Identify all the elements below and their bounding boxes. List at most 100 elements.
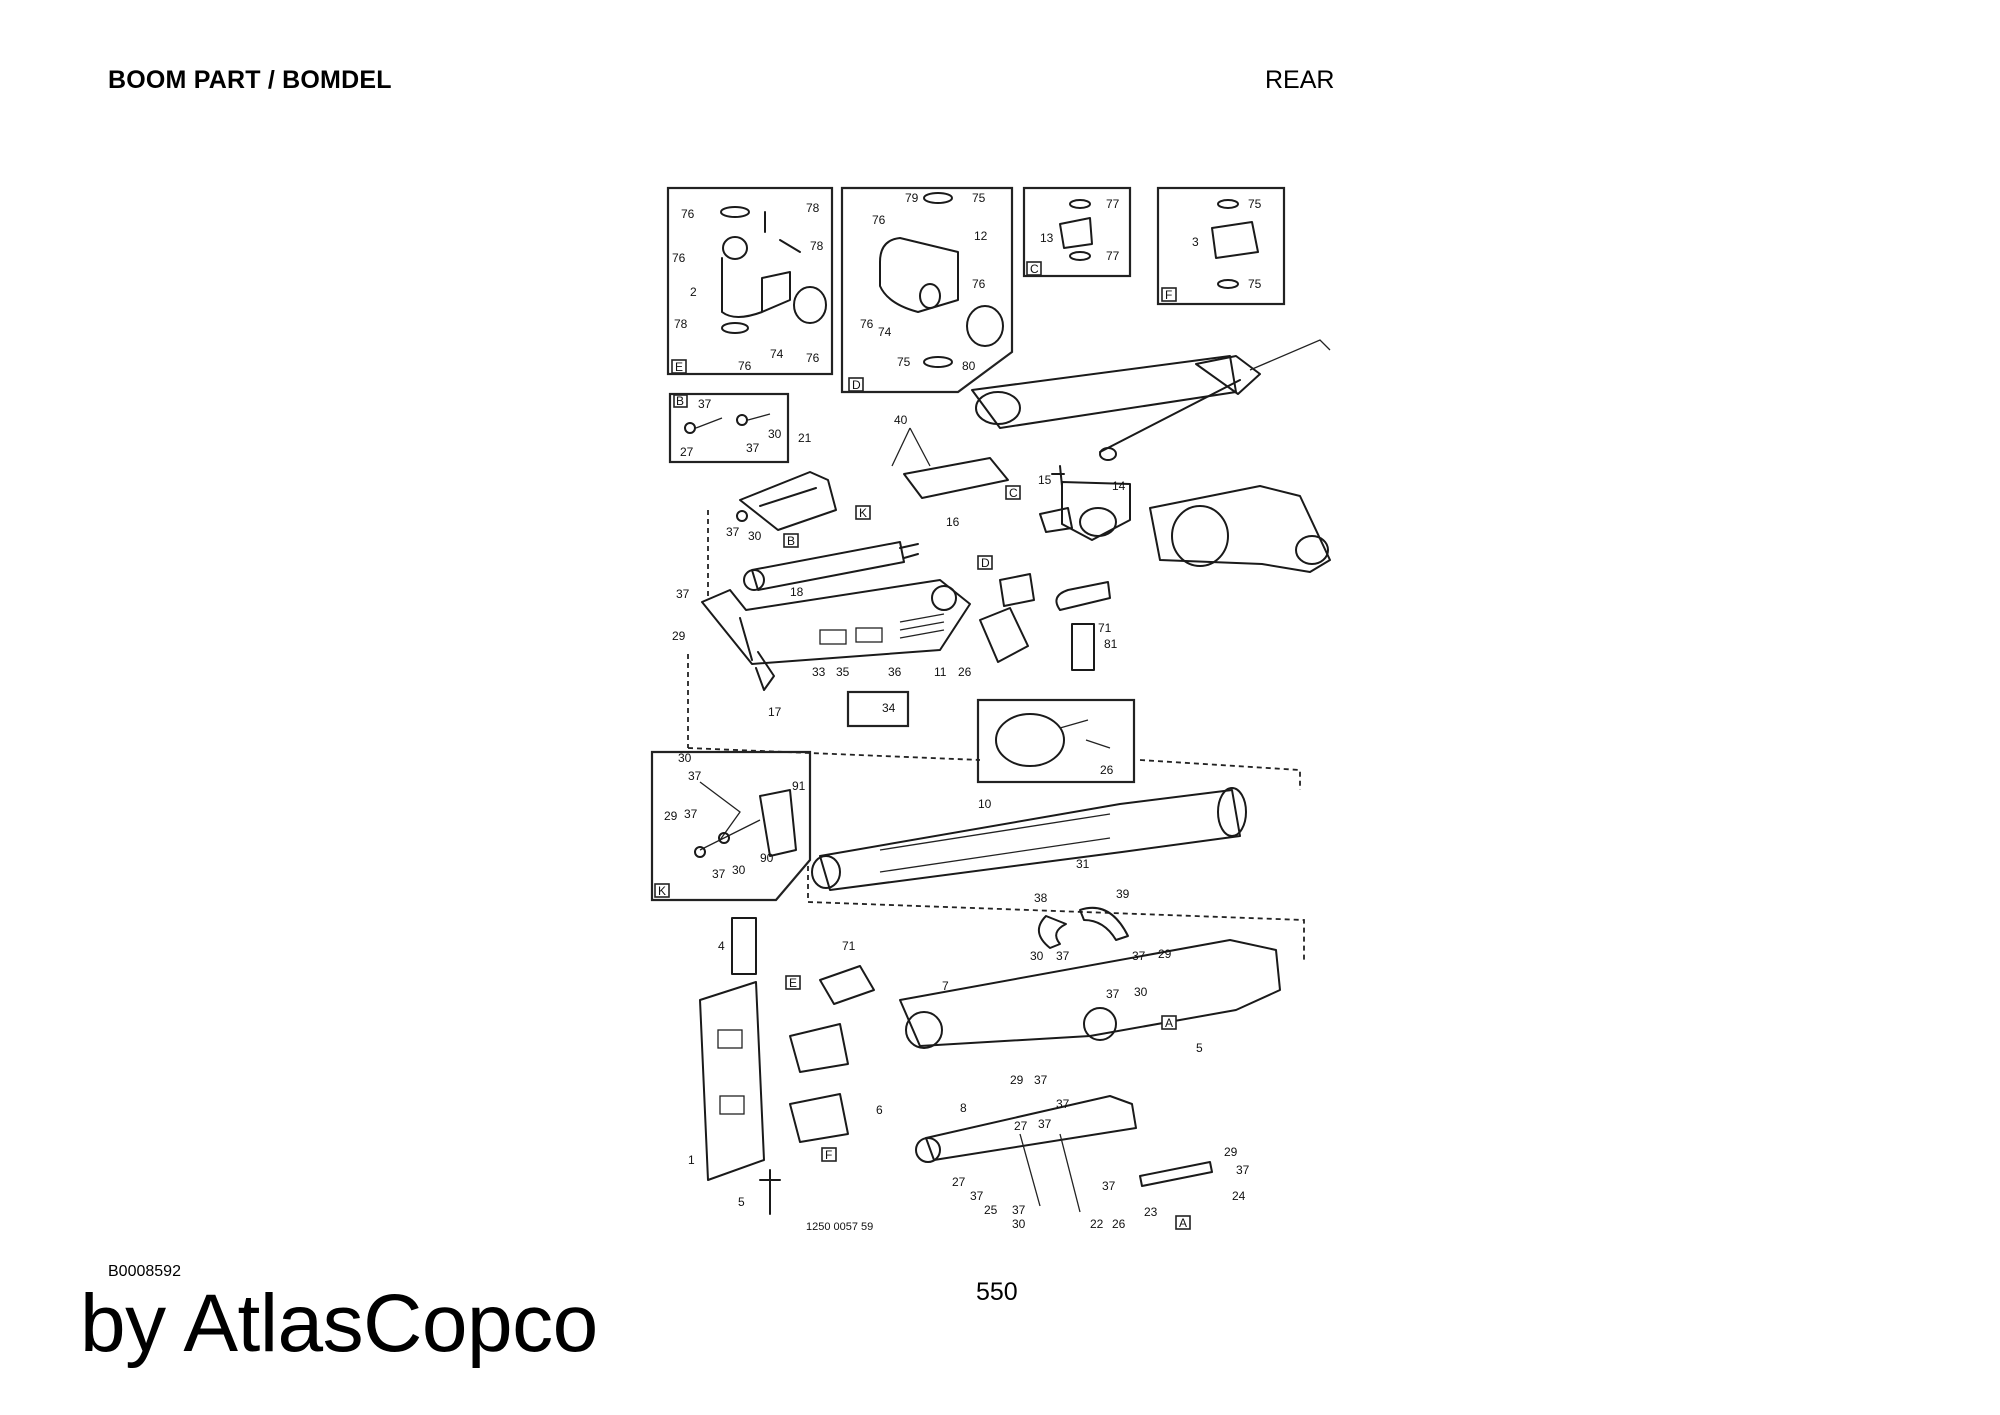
brand-watermark: by AtlasCopco (80, 1278, 598, 1369)
svg-text:35: 35 (836, 665, 850, 679)
svg-text:71: 71 (842, 939, 856, 953)
svg-text:27: 27 (952, 1175, 966, 1189)
svg-text:90: 90 (760, 851, 774, 865)
svg-text:18: 18 (790, 585, 804, 599)
svg-text:E: E (789, 976, 797, 990)
svg-text:23: 23 (1144, 1205, 1158, 1219)
detail-box-26: 26 (976, 698, 1136, 784)
svg-text:75: 75 (1248, 197, 1262, 211)
svg-text:30: 30 (748, 529, 762, 543)
svg-text:37: 37 (1056, 1097, 1070, 1111)
mounting-plate-1: 415 6 E F (688, 917, 883, 1215)
svg-text:37: 37 (688, 769, 702, 783)
svg-text:91: 91 (792, 779, 806, 793)
svg-text:37: 37 (726, 525, 740, 539)
detail-tag-c: C (1030, 262, 1039, 276)
svg-text:37: 37 (1056, 949, 1070, 963)
svg-text:2: 2 (690, 285, 697, 299)
svg-text:76: 76 (860, 317, 874, 331)
svg-text:37: 37 (1236, 1163, 1250, 1177)
svg-text:77: 77 (1106, 197, 1120, 211)
svg-text:D: D (981, 556, 990, 570)
cylinder-18: 18 (743, 541, 919, 599)
svg-text:21: 21 (798, 431, 812, 445)
svg-text:81: 81 (1104, 637, 1118, 651)
leader-lines (687, 510, 1305, 960)
svg-text:75: 75 (1248, 277, 1262, 291)
svg-text:13: 13 (1040, 231, 1054, 245)
svg-text:39: 39 (1116, 887, 1130, 901)
svg-text:33: 33 (812, 665, 826, 679)
detail-tag-d: D (852, 378, 861, 392)
svg-text:16: 16 (946, 515, 960, 529)
drawing-number: 1250 0057 59 (806, 1221, 873, 1233)
svg-text:30: 30 (1030, 949, 1044, 963)
svg-text:29: 29 (664, 809, 678, 823)
svg-text:29: 29 (672, 629, 686, 643)
svg-text:75: 75 (897, 355, 911, 369)
svg-text:27: 27 (680, 445, 694, 459)
svg-text:25: 25 (984, 1203, 998, 1217)
svg-text:37: 37 (698, 397, 712, 411)
detail-tag-f: F (1165, 288, 1172, 302)
svg-text:71: 71 (1098, 621, 1112, 635)
detail-tag-b: B (676, 394, 684, 408)
svg-text:15: 15 (1038, 473, 1052, 487)
svg-text:10: 10 (978, 797, 992, 811)
detail-tag-k: K (658, 884, 666, 898)
svg-text:B: B (787, 534, 795, 548)
svg-text:78: 78 (674, 317, 688, 331)
svg-text:17: 17 (768, 705, 782, 719)
svg-text:27: 27 (1014, 1119, 1028, 1133)
svg-text:26: 26 (958, 665, 972, 679)
svg-text:79: 79 (905, 191, 919, 205)
svg-text:37: 37 (684, 807, 698, 821)
svg-text:74: 74 (770, 347, 784, 361)
svg-text:76: 76 (806, 351, 820, 365)
svg-text:37: 37 (1034, 1073, 1048, 1087)
svg-text:76: 76 (672, 251, 686, 265)
svg-text:37: 37 (1038, 1117, 1052, 1131)
svg-text:26: 26 (1112, 1217, 1126, 1231)
svg-text:30: 30 (1134, 985, 1148, 999)
svg-text:76: 76 (972, 277, 986, 291)
svg-text:74: 74 (878, 325, 892, 339)
svg-text:30: 30 (678, 751, 692, 765)
svg-text:37: 37 (1132, 949, 1146, 963)
svg-text:14: 14 (1112, 479, 1126, 493)
svg-text:40: 40 (894, 413, 908, 427)
svg-text:37: 37 (1106, 987, 1120, 1001)
svg-text:37: 37 (1102, 1179, 1116, 1193)
svg-text:78: 78 (806, 201, 820, 215)
svg-text:76: 76 (872, 213, 886, 227)
svg-text:37: 37 (970, 1189, 984, 1203)
svg-text:1: 1 (688, 1153, 695, 1167)
svg-text:34: 34 (882, 701, 896, 715)
svg-text:36: 36 (888, 665, 902, 679)
svg-text:78: 78 (810, 239, 824, 253)
page-number: 550 (976, 1278, 1018, 1306)
svg-text:38: 38 (1034, 891, 1048, 905)
svg-text:76: 76 (738, 359, 752, 373)
svg-text:29: 29 (1224, 1145, 1238, 1159)
svg-text:22: 22 (1090, 1217, 1104, 1231)
svg-text:26: 26 (1100, 763, 1114, 777)
svg-text:30: 30 (768, 427, 782, 441)
svg-text:12: 12 (974, 229, 988, 243)
svg-text:6: 6 (876, 1103, 883, 1117)
plate-40: 40 (891, 413, 1009, 499)
detail-tag-a: A (1179, 1216, 1187, 1230)
svg-text:4: 4 (718, 939, 725, 953)
svg-text:F: F (825, 1148, 832, 1162)
svg-text:37: 37 (676, 587, 690, 601)
